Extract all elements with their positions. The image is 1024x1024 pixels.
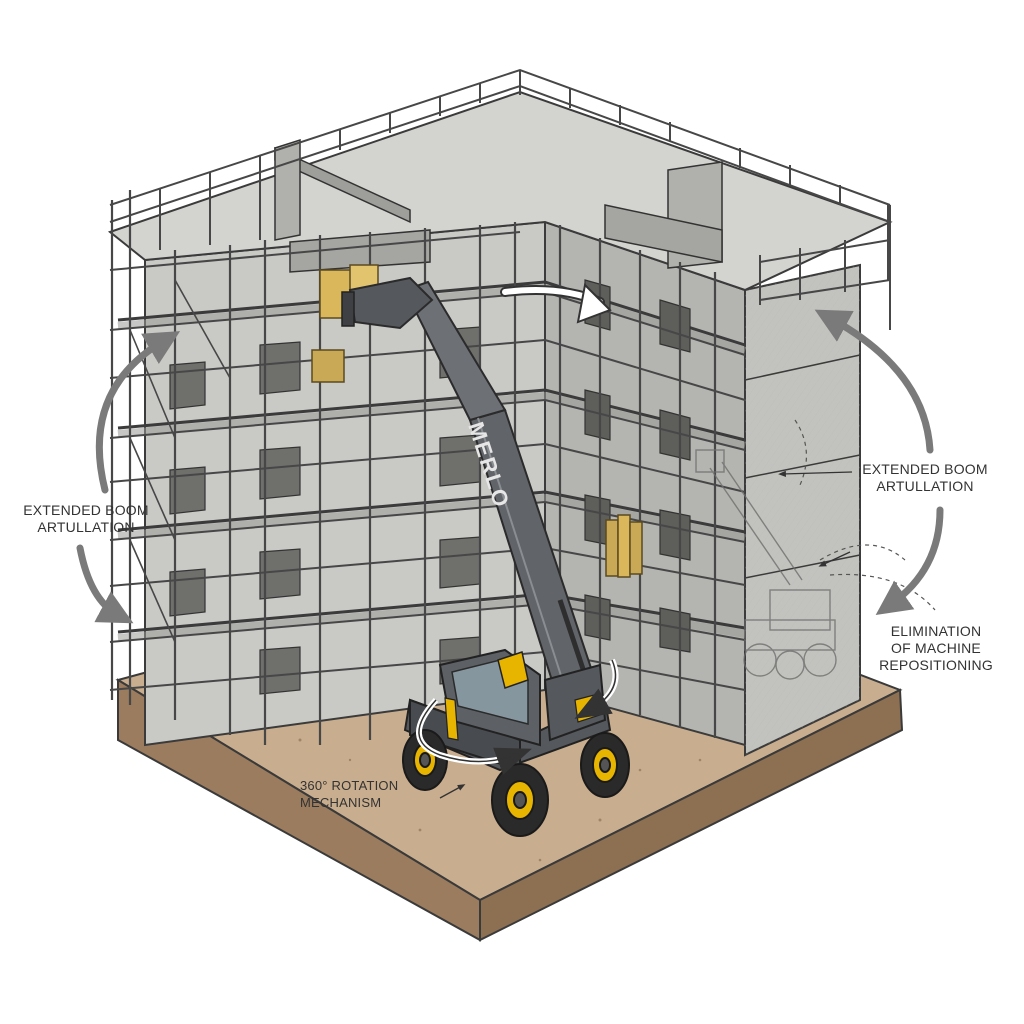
- callout-elimination: ELIMINATION OF MACHINE REPOSITIONING: [872, 623, 1000, 674]
- callout-extended-boom-left: EXTENDED BOOM ARTULLATION: [16, 502, 156, 536]
- wheels: [402, 729, 630, 837]
- callout-line: ARTULLATION: [876, 478, 974, 494]
- ghost-telehandler-machine: [695, 449, 837, 680]
- callout-line: 360° ROTATION: [300, 778, 399, 793]
- callout-rotation-mechanism: 360° ROTATION MECHANISM: [300, 777, 450, 811]
- ghost-motion-lines: [794, 419, 936, 611]
- callout-line: ARTULLATION: [37, 519, 135, 535]
- callout-line: ELIMINATION: [890, 623, 982, 639]
- callout-line: MECHANISM: [300, 795, 382, 810]
- curved-arrow-icon: [76, 309, 944, 624]
- scaffolding: [109, 68, 891, 745]
- callout-line: OF MACHINE: [891, 640, 981, 656]
- callout-extended-boom-right: EXTENDED BOOM ARTULLATION: [858, 461, 992, 495]
- callout-line: EXTENDED BOOM: [23, 502, 149, 518]
- direction-arrow-icon: [500, 282, 612, 324]
- pointer-arrows: [439, 470, 853, 799]
- boom-upper: [403, 280, 507, 422]
- callout-line: REPOSITIONING: [879, 657, 993, 673]
- callout-line: EXTENDED BOOM: [862, 461, 988, 477]
